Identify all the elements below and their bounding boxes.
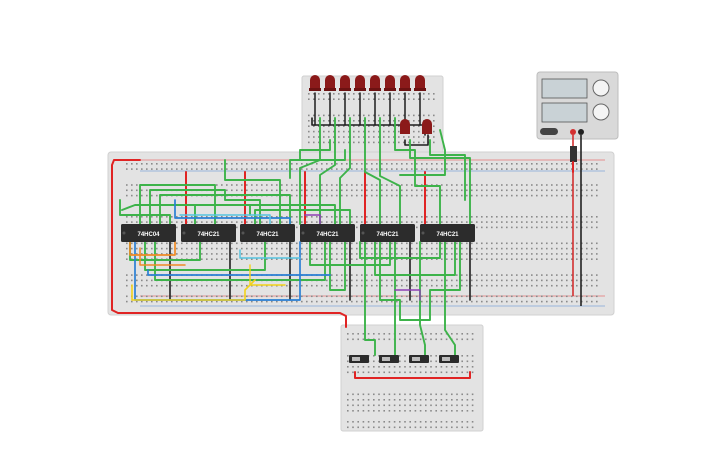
jumper-wire[interactable] <box>299 117 321 225</box>
led-6[interactable] <box>384 75 396 91</box>
led-7[interactable] <box>399 75 411 91</box>
jumper-wire[interactable] <box>394 117 441 225</box>
jumper-wire[interactable] <box>429 139 466 201</box>
jumper-wire[interactable] <box>364 117 381 225</box>
jumper-wire[interactable] <box>364 241 376 356</box>
chip-label: 74HC21 <box>376 232 399 238</box>
power-supply[interactable] <box>536 71 619 306</box>
psu-negative-terminal[interactable] <box>578 129 584 135</box>
jumper-wire[interactable] <box>179 214 271 225</box>
chip-label: 74HC21 <box>197 232 220 238</box>
led-side-1[interactable] <box>400 119 410 134</box>
jumper-wire[interactable] <box>304 214 321 225</box>
voltage-display <box>541 78 588 99</box>
jumper-wire[interactable] <box>379 117 401 225</box>
led-side-2[interactable] <box>422 119 432 134</box>
jumper-wire[interactable] <box>154 241 326 281</box>
top-breadboard[interactable] <box>301 75 444 155</box>
jumper-wire[interactable] <box>444 241 456 356</box>
dip-switch-2[interactable] <box>379 355 399 363</box>
jumper-wire[interactable] <box>239 249 301 259</box>
current-knob[interactable] <box>592 103 610 121</box>
ic-chip-1[interactable]: 74HC04 <box>121 224 176 242</box>
led-3[interactable] <box>339 75 351 91</box>
dip-switch-1[interactable] <box>349 355 369 363</box>
jumper-wire[interactable] <box>359 241 441 259</box>
jumper-wire[interactable] <box>409 139 471 225</box>
led-2[interactable] <box>324 75 336 91</box>
jumper-wire[interactable] <box>119 199 171 225</box>
jumper-wire[interactable] <box>254 209 351 225</box>
led-layer <box>309 75 432 134</box>
chip-label: 74HC21 <box>256 232 279 238</box>
switch-layer <box>349 355 459 363</box>
current-display <box>541 102 588 123</box>
dip-switch-4[interactable] <box>439 355 459 363</box>
ic-chip-2[interactable]: 74HC21 <box>181 224 236 242</box>
jumper-wire[interactable] <box>379 241 461 321</box>
jumper-wire[interactable] <box>394 289 421 301</box>
jumper-wire[interactable] <box>419 241 426 356</box>
jumper-wire[interactable] <box>129 241 176 256</box>
jumper-wire[interactable] <box>289 149 346 179</box>
jumper-wire[interactable] <box>139 247 186 266</box>
jumper-wire[interactable] <box>174 199 291 225</box>
jumper-wire[interactable] <box>354 371 471 379</box>
led-5[interactable] <box>369 75 381 91</box>
jumper-wire[interactable] <box>399 129 446 176</box>
diode[interactable] <box>570 146 577 162</box>
ic-chip-6[interactable]: 74HC21 <box>420 224 475 242</box>
ic-chip-3[interactable]: 74HC21 <box>240 224 295 242</box>
chip-label: 74HC04 <box>137 232 160 238</box>
wire-layer[interactable] <box>111 92 574 379</box>
psu-positive-terminal[interactable] <box>570 129 576 135</box>
jumper-wire[interactable] <box>339 117 351 225</box>
power-toggle[interactable] <box>540 128 558 135</box>
jumper-wire[interactable] <box>224 159 281 225</box>
jumper-wire[interactable] <box>299 139 331 161</box>
chip-label: 74HC21 <box>316 232 339 238</box>
led-4[interactable] <box>354 75 366 91</box>
ic-chip-5[interactable]: 74HC21 <box>360 224 415 242</box>
chip-layer: 74HC04 74HC21 74HC21 74HC21 74HC21 74HC21 <box>121 224 475 242</box>
ic-chip-4[interactable]: 74HC21 <box>300 224 355 242</box>
led-1[interactable] <box>309 75 321 91</box>
jumper-wire[interactable] <box>147 269 331 276</box>
dip-switch-3[interactable] <box>409 355 429 363</box>
jumper-wire[interactable] <box>309 241 391 266</box>
jumper-wire[interactable] <box>131 279 256 301</box>
jumper-wire[interactable] <box>111 159 347 328</box>
chip-label: 74HC21 <box>436 232 459 238</box>
voltage-knob[interactable] <box>592 79 610 97</box>
led-8[interactable] <box>414 75 426 91</box>
jumper-wire[interactable] <box>249 264 286 286</box>
jumper-wire[interactable] <box>319 117 336 225</box>
jumper-wire[interactable] <box>404 134 429 146</box>
jumper-wire[interactable] <box>144 241 266 271</box>
jumper-wire[interactable] <box>121 204 251 216</box>
jumper-wire[interactable] <box>329 241 346 291</box>
